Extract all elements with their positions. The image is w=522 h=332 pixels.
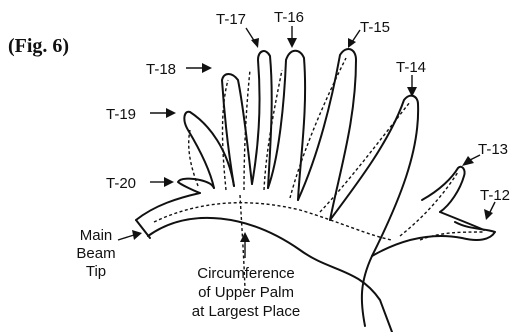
label-t13: T-13 [478, 141, 508, 158]
label-t12: T-12 [480, 187, 510, 204]
circumference-line-1: Circumference [197, 265, 295, 282]
label-t18: T-18 [146, 61, 176, 78]
main-beam-tip-line-2: Beam [76, 245, 115, 262]
main-beam-tip-line-1: Main [80, 227, 113, 244]
label-t15: T-15 [360, 19, 390, 36]
circumference-line-3: at Largest Place [192, 303, 300, 320]
figure-label: (Fig. 6) [8, 35, 69, 57]
main-beam-tip-line-3: Tip [86, 263, 106, 280]
label-t19: T-19 [106, 106, 136, 123]
antler-outline [136, 49, 495, 332]
label-t20: T-20 [106, 175, 136, 192]
measurement-lines [154, 58, 484, 290]
label-t17: T-17 [216, 11, 246, 28]
circumference-label: Circumference of Upper Palm at Largest P… [192, 265, 300, 320]
label-t14: T-14 [396, 59, 426, 76]
label-t16: T-16 [274, 9, 304, 26]
main-beam-tip-label: Main Beam Tip [76, 227, 115, 280]
circumference-line-2: of Upper Palm [198, 284, 294, 301]
